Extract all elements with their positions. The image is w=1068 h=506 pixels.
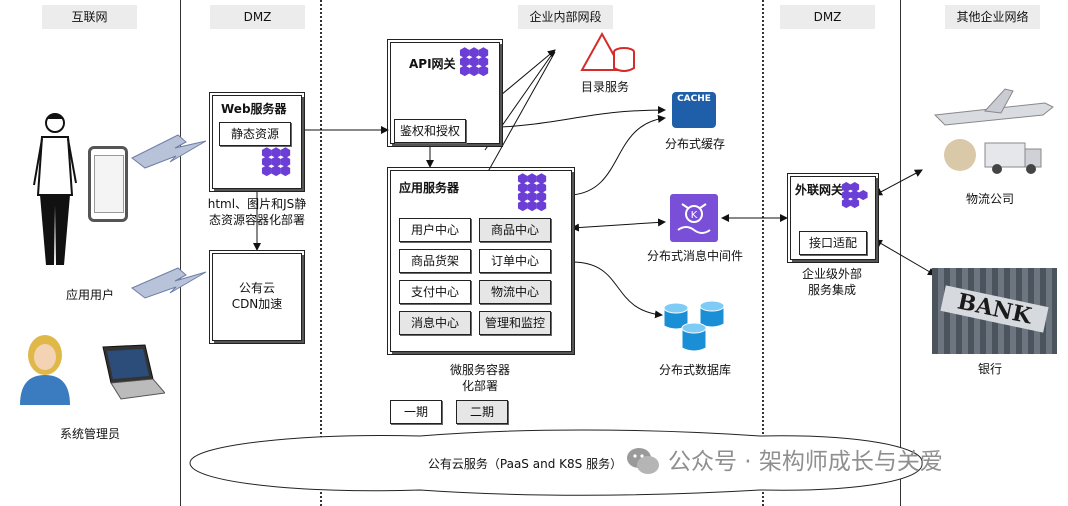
web-note-line2: 态资源容器化部署: [208, 213, 305, 227]
logistics-image: [925, 85, 1060, 180]
module-order-center: 订单中心: [479, 249, 551, 273]
mq-icon: K: [670, 194, 718, 242]
web-server-box: Web服务器 静态资源 ⬢⬢⬢⬢⬢⬢⬢⬢⬢: [209, 92, 305, 192]
module-message-center: 消息中心: [399, 311, 471, 335]
zone-internet: 互联网: [42, 5, 137, 29]
auth-box: 鉴权和授权: [394, 119, 466, 143]
zone-other: 其他企业网络: [945, 5, 1040, 29]
wireless-bolt-1: [131, 134, 207, 169]
app-note-line2: 化部署: [461, 379, 498, 393]
zone-internal: 企业内部网段: [518, 5, 613, 29]
ext-note-line2: 服务集成: [807, 283, 856, 297]
cloud-label: 公有云服务（PaaS and K8S 服务）: [427, 457, 623, 471]
external-gateway-title: 外联网关: [795, 183, 844, 197]
laptop-icon: [95, 343, 166, 403]
directory-icon: [580, 30, 640, 78]
module-payment-center: 支付中心: [399, 280, 471, 304]
web-server-title: Web服务器: [221, 102, 287, 116]
app-user-label: 应用用户: [65, 288, 114, 302]
module-logistics-center: 物流中心: [479, 280, 551, 304]
database-label: 分布式数据库: [658, 363, 731, 377]
watermark-text: 公众号 · 架构师成长与关爱: [668, 449, 943, 475]
legend-phase1: 一期: [390, 400, 442, 424]
module-product-shelf: 商品货架: [399, 249, 471, 273]
directory-label: 目录服务: [580, 80, 629, 94]
web-server-note: html、图片和JS静 态资源容器化部署: [192, 196, 322, 228]
k8s-cluster-icon: ⬢⬢⬢⬢⬢⬢⬢⬢⬢: [459, 46, 489, 79]
k8s-cluster-icon: ⬢⬢⬢⬢⬢⬢⬢⬢⬢: [261, 146, 291, 179]
wireless-bolt-2: [131, 267, 207, 299]
separator-internal-dmz: [762, 0, 764, 506]
logistics-label: 物流公司: [965, 192, 1014, 206]
svg-text:K: K: [691, 210, 698, 221]
module-user-center: 用户中心: [399, 218, 471, 242]
cache-badge: CACHE: [677, 94, 711, 104]
k8s-cluster-icon: ⬢⬢⬢⬢⬢⬢⬢: [841, 180, 868, 210]
app-server-box: 应用服务器 ⬢⬢⬢⬢⬢⬢⬢⬢⬢⬢⬢⬢ 用户中心 商品中心 商品货架 订单中心 支…: [387, 167, 575, 355]
ext-note-line1: 企业级外部: [801, 267, 862, 281]
bank-label: 银行: [977, 362, 1002, 376]
bank-image: BANK: [932, 268, 1057, 354]
k8s-cluster-icon: ⬢⬢⬢⬢⬢⬢⬢⬢⬢⬢⬢⬢: [517, 172, 547, 214]
module-management-monitoring: 管理和监控: [479, 311, 551, 335]
user-figure-icon: [30, 105, 80, 275]
external-gateway-note: 企业级外部 服务集成: [782, 266, 882, 298]
cdn-box: 公有云 CDN加速: [209, 250, 305, 344]
cdn-line2: CDN加速: [231, 297, 283, 311]
adapter-box: 接口适配: [799, 231, 867, 255]
web-note-line1: html、图片和JS静: [207, 197, 307, 211]
separator-dmz-internal: [320, 0, 322, 506]
database-icon: [662, 296, 726, 354]
mq-label: 分布式消息中间件: [646, 249, 743, 263]
cloud-shape: [189, 429, 923, 496]
app-server-note: 微服务容器 化部署: [430, 362, 530, 394]
cache-label: 分布式缓存: [664, 137, 725, 151]
cache-icon: CACHE: [672, 92, 716, 128]
smartphone-icon: [88, 146, 128, 222]
wechat-icon: [626, 446, 660, 476]
api-gateway-title: API网关: [409, 57, 456, 71]
admin-avatar-icon: [15, 330, 75, 405]
app-note-line1: 微服务容器: [449, 363, 510, 377]
cdn-line1: 公有云: [238, 281, 275, 295]
zone-dmz-right: DMZ: [780, 5, 875, 29]
legend-phase2: 二期: [456, 400, 508, 424]
separator-internet-dmz: [180, 0, 181, 506]
module-product-center: 商品中心: [479, 218, 551, 242]
app-server-title: 应用服务器: [399, 181, 460, 195]
zone-dmz-left: DMZ: [210, 5, 305, 29]
api-gateway-box: API网关 ⬢⬢⬢⬢⬢⬢⬢⬢⬢ 鉴权和授权: [387, 39, 503, 147]
static-resource-box: 静态资源: [219, 122, 291, 146]
external-gateway-box: 外联网关 ⬢⬢⬢⬢⬢⬢⬢ 接口适配: [787, 173, 879, 263]
admin-label: 系统管理员: [59, 427, 120, 441]
